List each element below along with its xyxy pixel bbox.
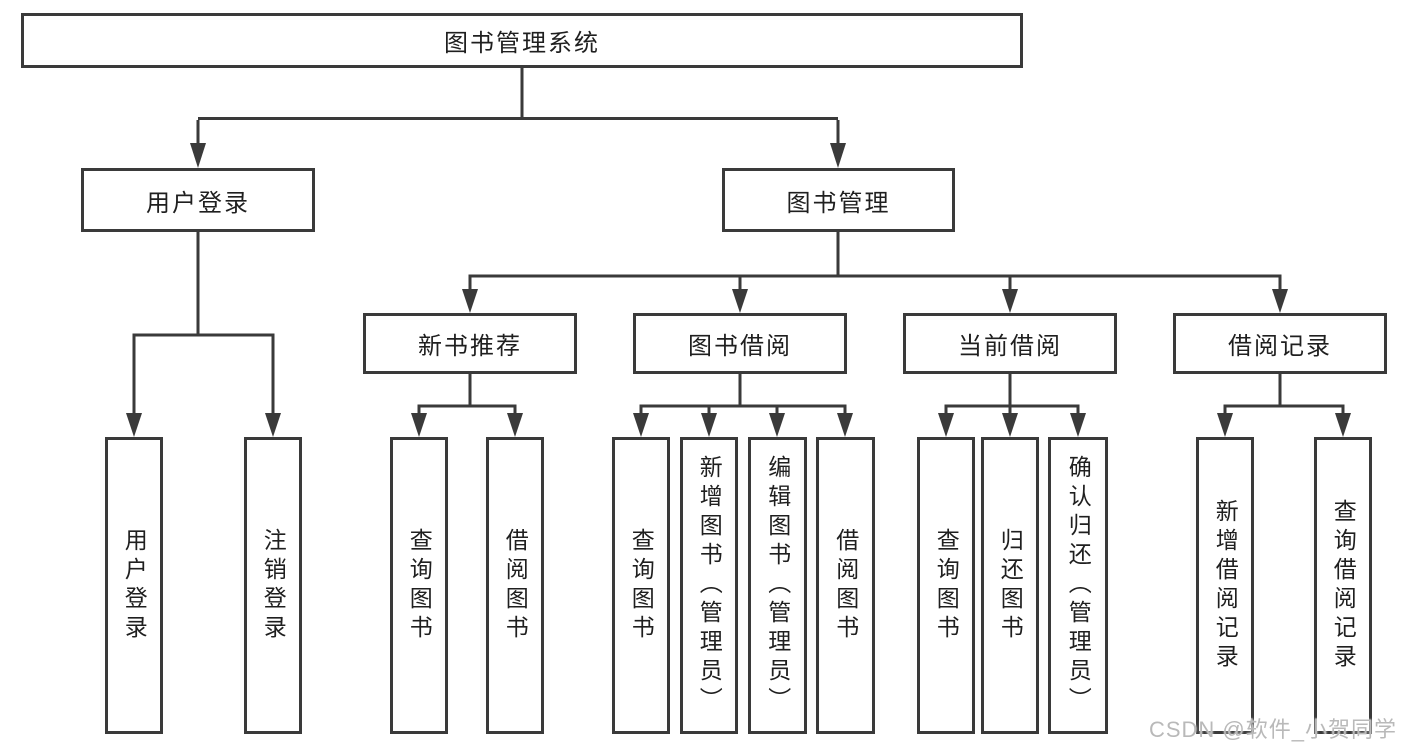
- leaf-borrow-books: 借阅图书: [816, 437, 875, 734]
- node-book-management: 图书管理: [722, 168, 955, 232]
- leaf-query-books-recommend: 查询图书: [390, 437, 448, 734]
- leaf-logout-label: 注销登录: [260, 527, 287, 644]
- leaf-add-book-admin-label: 新增图书（管理员）: [696, 455, 723, 716]
- leaf-query-books-recommend-label: 查询图书: [406, 527, 433, 644]
- leaf-edit-book-admin-label: 编辑图书（管理员）: [764, 455, 791, 716]
- leaf-user-login-label: 用户登录: [121, 527, 148, 644]
- node-borrow-records: 借阅记录: [1173, 313, 1387, 374]
- node-book-borrow: 图书借阅: [633, 313, 847, 374]
- node-user-login-label: 用户登录: [146, 189, 250, 217]
- leaf-add-book-admin: 新增图书（管理员）: [680, 437, 738, 734]
- leaf-query-books-borrow-label: 查询图书: [628, 527, 655, 644]
- leaf-confirm-return-admin: 确认归还（管理员）: [1048, 437, 1108, 734]
- node-root: 图书管理系统: [21, 13, 1023, 68]
- leaf-edit-book-admin: 编辑图书（管理员）: [748, 437, 807, 734]
- leaf-borrow-books-recommend: 借阅图书: [486, 437, 544, 734]
- leaf-query-borrow-record: 查询借阅记录: [1314, 437, 1372, 734]
- node-user-login: 用户登录: [81, 168, 315, 232]
- leaf-query-borrow-record-label: 查询借阅记录: [1330, 498, 1357, 673]
- node-book-borrow-label: 图书借阅: [688, 333, 792, 360]
- node-current-borrow-label: 当前借阅: [958, 333, 1062, 360]
- node-new-book-recommend: 新书推荐: [363, 313, 577, 374]
- leaf-return-book: 归还图书: [981, 437, 1039, 734]
- node-book-management-label: 图书管理: [786, 189, 891, 217]
- leaf-borrow-books-label: 借阅图书: [832, 527, 859, 644]
- leaf-query-books-current: 查询图书: [917, 437, 975, 734]
- node-root-label: 图书管理系统: [444, 30, 600, 57]
- node-current-borrow: 当前借阅: [903, 313, 1117, 374]
- arrowheads: [126, 143, 1351, 437]
- leaf-return-book-label: 归还图书: [997, 527, 1024, 644]
- leaf-add-borrow-record-label: 新增借阅记录: [1212, 498, 1239, 673]
- leaf-user-login: 用户登录: [105, 437, 163, 734]
- leaf-logout: 注销登录: [244, 437, 302, 734]
- leaf-query-books-borrow: 查询图书: [612, 437, 670, 734]
- leaf-add-borrow-record: 新增借阅记录: [1196, 437, 1254, 734]
- leaf-borrow-books-recommend-label: 借阅图书: [502, 527, 529, 644]
- leaf-confirm-return-admin-label: 确认归还（管理员）: [1065, 455, 1092, 716]
- node-new-book-recommend-label: 新书推荐: [418, 333, 522, 360]
- node-borrow-records-label: 借阅记录: [1228, 333, 1332, 360]
- leaf-query-books-current-label: 查询图书: [933, 527, 960, 644]
